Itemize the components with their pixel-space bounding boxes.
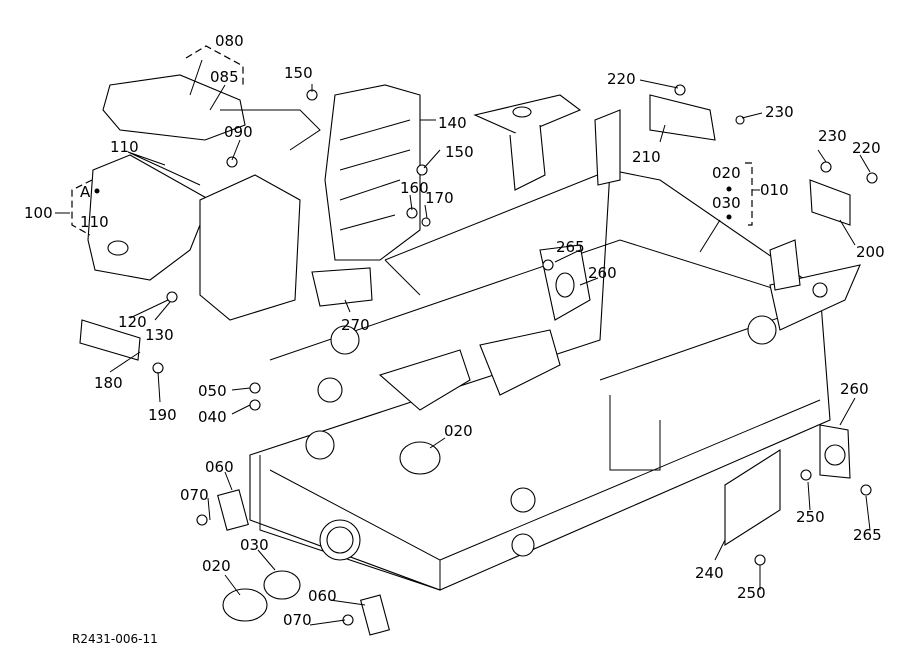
label-260: 260	[588, 264, 617, 282]
label-060: 060	[308, 587, 337, 605]
label-250: 250	[737, 584, 766, 602]
label-085: 085	[210, 68, 239, 86]
label-230: 230	[818, 127, 847, 145]
label-a: A	[80, 183, 91, 201]
label-020: 020	[202, 557, 231, 575]
reference-code: R2431-006-11	[72, 632, 158, 646]
label-110: 110	[80, 213, 109, 231]
label-270: 270	[341, 316, 370, 334]
label-040: 040	[198, 408, 227, 426]
label-110: 110	[110, 138, 139, 156]
label-010: 010	[760, 181, 789, 199]
label-260: 260	[840, 380, 869, 398]
label-070: 070	[180, 486, 209, 504]
label-190: 190	[148, 406, 177, 424]
leader-lines	[55, 45, 871, 626]
label-020: 020	[444, 422, 473, 440]
label-100: 100	[24, 204, 53, 222]
label-220: 220	[852, 139, 881, 157]
label-070: 070	[283, 611, 312, 629]
label-060: 060	[205, 458, 234, 476]
dot-marker	[726, 186, 732, 192]
label-140: 140	[438, 114, 467, 132]
dash-panel-assembly	[79, 74, 421, 361]
small-parts	[152, 84, 878, 636]
label-230: 230	[765, 103, 794, 121]
main-frame	[249, 94, 861, 591]
dot-marker	[94, 188, 100, 194]
label-180: 180	[94, 374, 123, 392]
label-170: 170	[425, 189, 454, 207]
dot-marker	[726, 214, 732, 220]
label-020: 020	[712, 164, 741, 182]
label-090: 090	[224, 123, 253, 141]
label-130: 130	[145, 326, 174, 344]
label-265: 265	[556, 238, 585, 256]
label-240: 240	[695, 564, 724, 582]
label-080: 080	[215, 32, 244, 50]
label-265: 265	[853, 526, 882, 544]
label-160: 160	[400, 179, 429, 197]
label-150: 150	[445, 143, 474, 161]
label-200: 200	[856, 243, 885, 261]
label-150: 150	[284, 64, 313, 82]
label-250: 250	[796, 508, 825, 526]
label-030: 030	[240, 536, 269, 554]
label-220: 220	[607, 70, 636, 88]
label-030: 030	[712, 194, 741, 212]
label-120: 120	[118, 313, 147, 331]
part-labels: 080 085 150 090 110 A 100 110 140 150 16…	[24, 32, 885, 646]
label-050: 050	[198, 382, 227, 400]
label-210: 210	[632, 148, 661, 166]
brackets	[594, 94, 851, 291]
